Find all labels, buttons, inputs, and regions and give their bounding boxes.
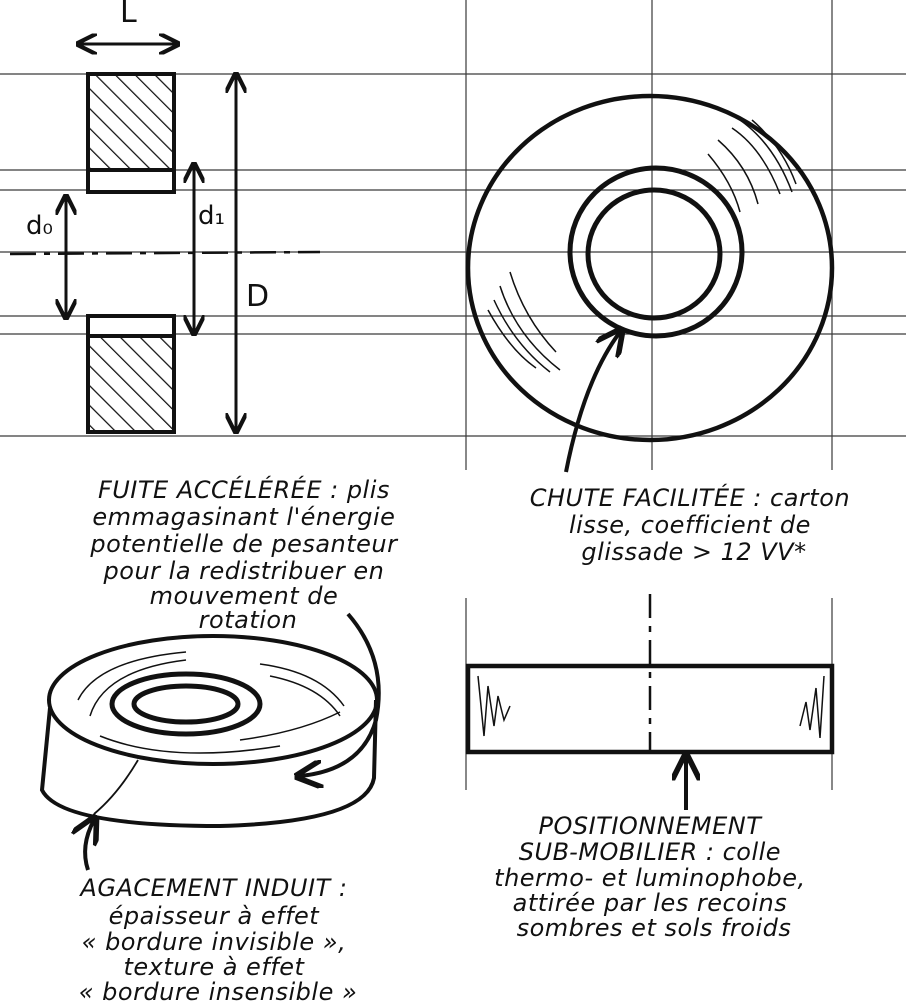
annotation-fuite-line: rotation [199,606,298,634]
annotation-positionnement-line: sombres et sols froids [517,914,792,942]
roll-top-core-ring [109,671,263,737]
core-diameter-label: d₁ [198,201,225,231]
roll-side-seam [93,759,139,815]
cross-section-top-core [86,168,176,194]
annotation-fuite-line: mouvement de [150,582,339,610]
annotation-chute-line: glissade > 12 VV* [581,538,806,566]
agacement-arrow [85,820,94,871]
dimension-arrows [66,44,236,430]
annotation-positionnement-line: thermo- et luminophobe, [494,864,806,892]
roll-top-texture [77,651,345,754]
annotation-agacement: AGACEMENT INDUIT : épaisseur à effet « b… [78,874,357,1006]
annotation-agacement-line: texture à effet [123,953,305,981]
annotation-positionnement-line: SUB-MOBILIER : colle [519,838,781,866]
cross-section-view [9,72,321,434]
annotation-positionnement-line: attirée par les recoins [513,889,788,917]
annotation-positionnement: POSITIONNEMENT SUB-MOBILIER : colle ther… [494,812,814,942]
side-view [465,594,835,755]
outer-roll-contour [465,93,835,443]
front-view [465,93,835,443]
annotation-chute-line: lisse, coefficient de [569,511,811,539]
inner-diameter-label: d₀ [26,211,53,241]
annotation-positionnement-line: POSITIONNEMENT [539,812,764,840]
roll-top-core-hole [131,683,241,725]
annotation-agacement-line: « bordure invisible », [82,928,347,956]
annotation-fuite-line: emmagasinant l'énergie [92,503,395,531]
annotation-arrows [85,332,686,871]
annotation-agacement-line: AGACEMENT INDUIT : [78,874,347,902]
cross-section-bottom-hatched [86,334,176,434]
annotation-agacement-line: épaisseur à effet [109,902,321,930]
side-view-edge-strokes [477,675,825,739]
annotation-fuite-line: pour la redistribuer en [103,557,385,585]
annotation-fuite: FUITE ACCÉLÉRÉE : plis emmagasinant l'én… [89,475,405,634]
width-label: L [120,0,137,30]
annotation-chute-line: CHUTE FACILITÉE : carton [530,483,850,512]
annotation-chute: CHUTE FACILITÉE : carton lisse, coeffici… [530,483,858,566]
paper-texture-strokes [487,119,797,373]
annotation-fuite-line: potentielle de pesanteur [89,530,399,558]
cross-section-top-hatched [86,72,176,172]
roll-side-wall [39,699,378,829]
inner-core-hole [585,187,723,321]
annotation-fuite-line: FUITE ACCÉLÉRÉE : plis [98,475,390,504]
perspective-view [39,634,379,829]
outer-diameter-label: D [246,279,269,314]
cross-section-bottom-core [86,314,176,338]
inner-core-outer-ring [567,165,745,339]
side-view-roll [465,663,835,755]
fuite-arrow [300,612,381,776]
chute-arrow [564,332,620,473]
annotation-agacement-line: « bordure insensible » [79,978,358,1006]
